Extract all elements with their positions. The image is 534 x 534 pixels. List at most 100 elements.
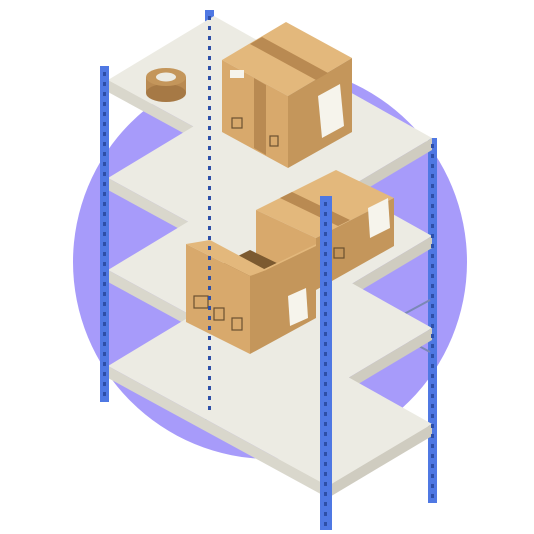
post-hole: [208, 396, 211, 400]
post-hole: [208, 46, 211, 50]
post-hole: [208, 116, 211, 120]
post-hole: [208, 286, 211, 290]
shelf-bottom: [108, 302, 432, 498]
post-hole: [431, 334, 434, 338]
post-hole: [103, 282, 106, 286]
post-hole: [208, 76, 211, 80]
post-hole: [324, 342, 327, 346]
post-hole: [208, 156, 211, 160]
post-hole: [208, 266, 211, 270]
post-hole: [103, 242, 106, 246]
post-hole: [208, 256, 211, 260]
post-hole: [208, 96, 211, 100]
post-hole: [431, 434, 434, 438]
post-hole: [324, 312, 327, 316]
post-hole: [103, 332, 106, 336]
post-hole: [208, 386, 211, 390]
post-hole: [431, 374, 434, 378]
post-hole: [431, 404, 434, 408]
post-hole: [208, 326, 211, 330]
post-hole: [103, 362, 106, 366]
post-hole: [431, 174, 434, 178]
post-hole: [103, 302, 106, 306]
post-hole: [208, 236, 211, 240]
post-hole: [208, 136, 211, 140]
post-hole: [431, 264, 434, 268]
post-hole: [103, 262, 106, 266]
post-hole: [431, 184, 434, 188]
post-hole: [431, 144, 434, 148]
post-hole: [324, 242, 327, 246]
post-hole: [431, 414, 434, 418]
post-hole: [208, 196, 211, 200]
post-hole: [324, 512, 327, 516]
post-hole: [431, 444, 434, 448]
post-hole: [103, 342, 106, 346]
post-hole: [431, 314, 434, 318]
post-hole: [208, 316, 211, 320]
post-hole: [324, 412, 327, 416]
post-hole: [103, 252, 106, 256]
post-hole: [103, 272, 106, 276]
post-hole: [324, 272, 327, 276]
post-hole: [208, 346, 211, 350]
post-hole: [431, 254, 434, 258]
post-hole: [324, 372, 327, 376]
post-hole: [324, 472, 327, 476]
post-hole: [324, 382, 327, 386]
post-hole: [431, 194, 434, 198]
post-hole: [103, 322, 106, 326]
post-hole: [208, 36, 211, 40]
post-hole: [103, 162, 106, 166]
post-hole: [431, 364, 434, 368]
post-hole: [208, 406, 211, 410]
post-hole: [208, 276, 211, 280]
post-hole: [208, 166, 211, 170]
post-hole: [431, 304, 434, 308]
post-hole: [324, 522, 327, 526]
post-hole: [208, 226, 211, 230]
post-hole: [324, 392, 327, 396]
post-hole: [324, 402, 327, 406]
post-hole: [324, 352, 327, 356]
post-hole: [103, 142, 106, 146]
post-hole: [208, 216, 211, 220]
post-hole: [324, 262, 327, 266]
post-hole: [208, 56, 211, 60]
post-hole: [324, 292, 327, 296]
post-hole: [103, 122, 106, 126]
post-hole: [324, 202, 327, 206]
post-hole: [208, 86, 211, 90]
post-hole: [324, 422, 327, 426]
post-hole: [103, 382, 106, 386]
post-hole: [103, 112, 106, 116]
post-hole: [103, 292, 106, 296]
post-hole: [431, 204, 434, 208]
post-hole: [208, 246, 211, 250]
post-hole: [324, 442, 327, 446]
post-hole: [431, 464, 434, 468]
fragile-label-icon: [193, 295, 209, 309]
post-hole: [208, 336, 211, 340]
cardboard-box-icon: [222, 22, 352, 168]
post-hole: [103, 212, 106, 216]
post-hole: [431, 284, 434, 288]
post-hole: [431, 354, 434, 358]
post-hole: [103, 232, 106, 236]
post-hole: [431, 214, 434, 218]
post-hole: [103, 132, 106, 136]
post-hole: [431, 454, 434, 458]
post-hole: [431, 274, 434, 278]
post-hole: [103, 72, 106, 76]
post-hole: [103, 152, 106, 156]
open-box-icon: [186, 240, 316, 354]
post-hole: [208, 26, 211, 30]
post-hole: [324, 322, 327, 326]
post-hole: [431, 424, 434, 428]
post-hole: [208, 66, 211, 70]
post-hole: [324, 232, 327, 236]
post-hole: [208, 306, 211, 310]
post-hole: [431, 484, 434, 488]
post-hole: [431, 394, 434, 398]
